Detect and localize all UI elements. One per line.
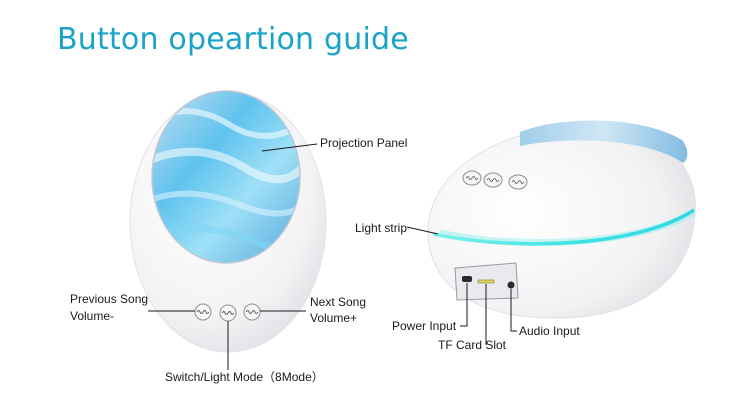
tf-card-slot <box>477 279 495 284</box>
label-light-strip: Light strip <box>355 221 408 235</box>
front-view-device <box>129 90 327 353</box>
mode-wave-icon <box>221 311 235 315</box>
side-view-device <box>427 120 696 319</box>
right-leader-lines <box>406 226 517 345</box>
top-projection-panel <box>520 120 688 163</box>
label-next-song: Next Song <box>310 295 367 309</box>
top-button-2[interactable] <box>483 172 503 188</box>
label-previous-song: Previous Song <box>70 292 149 306</box>
prev-wave-icon <box>196 310 210 314</box>
label-tf-card-slot: TF Card Slot <box>438 338 507 352</box>
next-song-button[interactable] <box>243 303 261 321</box>
power-input-port <box>462 276 472 282</box>
label-volume-minus: Volume- <box>70 309 115 323</box>
top-button-3[interactable] <box>508 174 528 190</box>
previous-song-button[interactable] <box>194 303 212 321</box>
label-volume-plus: Volume+ <box>310 311 358 325</box>
label-projection-panel: Projection Panel <box>320 136 408 150</box>
label-audio-input: Audio Input <box>519 324 580 338</box>
light-strip <box>432 208 695 246</box>
page-title: Button opeartion guide <box>57 22 409 57</box>
left-leader-lines <box>148 143 318 370</box>
mode-button[interactable] <box>219 304 237 322</box>
audio-input-port <box>507 281 515 289</box>
top-button-1[interactable] <box>462 170 482 186</box>
label-power-input: Power Input <box>392 319 457 333</box>
next-wave-icon <box>245 310 259 314</box>
label-switch-light-mode: Switch/Light Mode（8Mode） <box>165 370 324 384</box>
